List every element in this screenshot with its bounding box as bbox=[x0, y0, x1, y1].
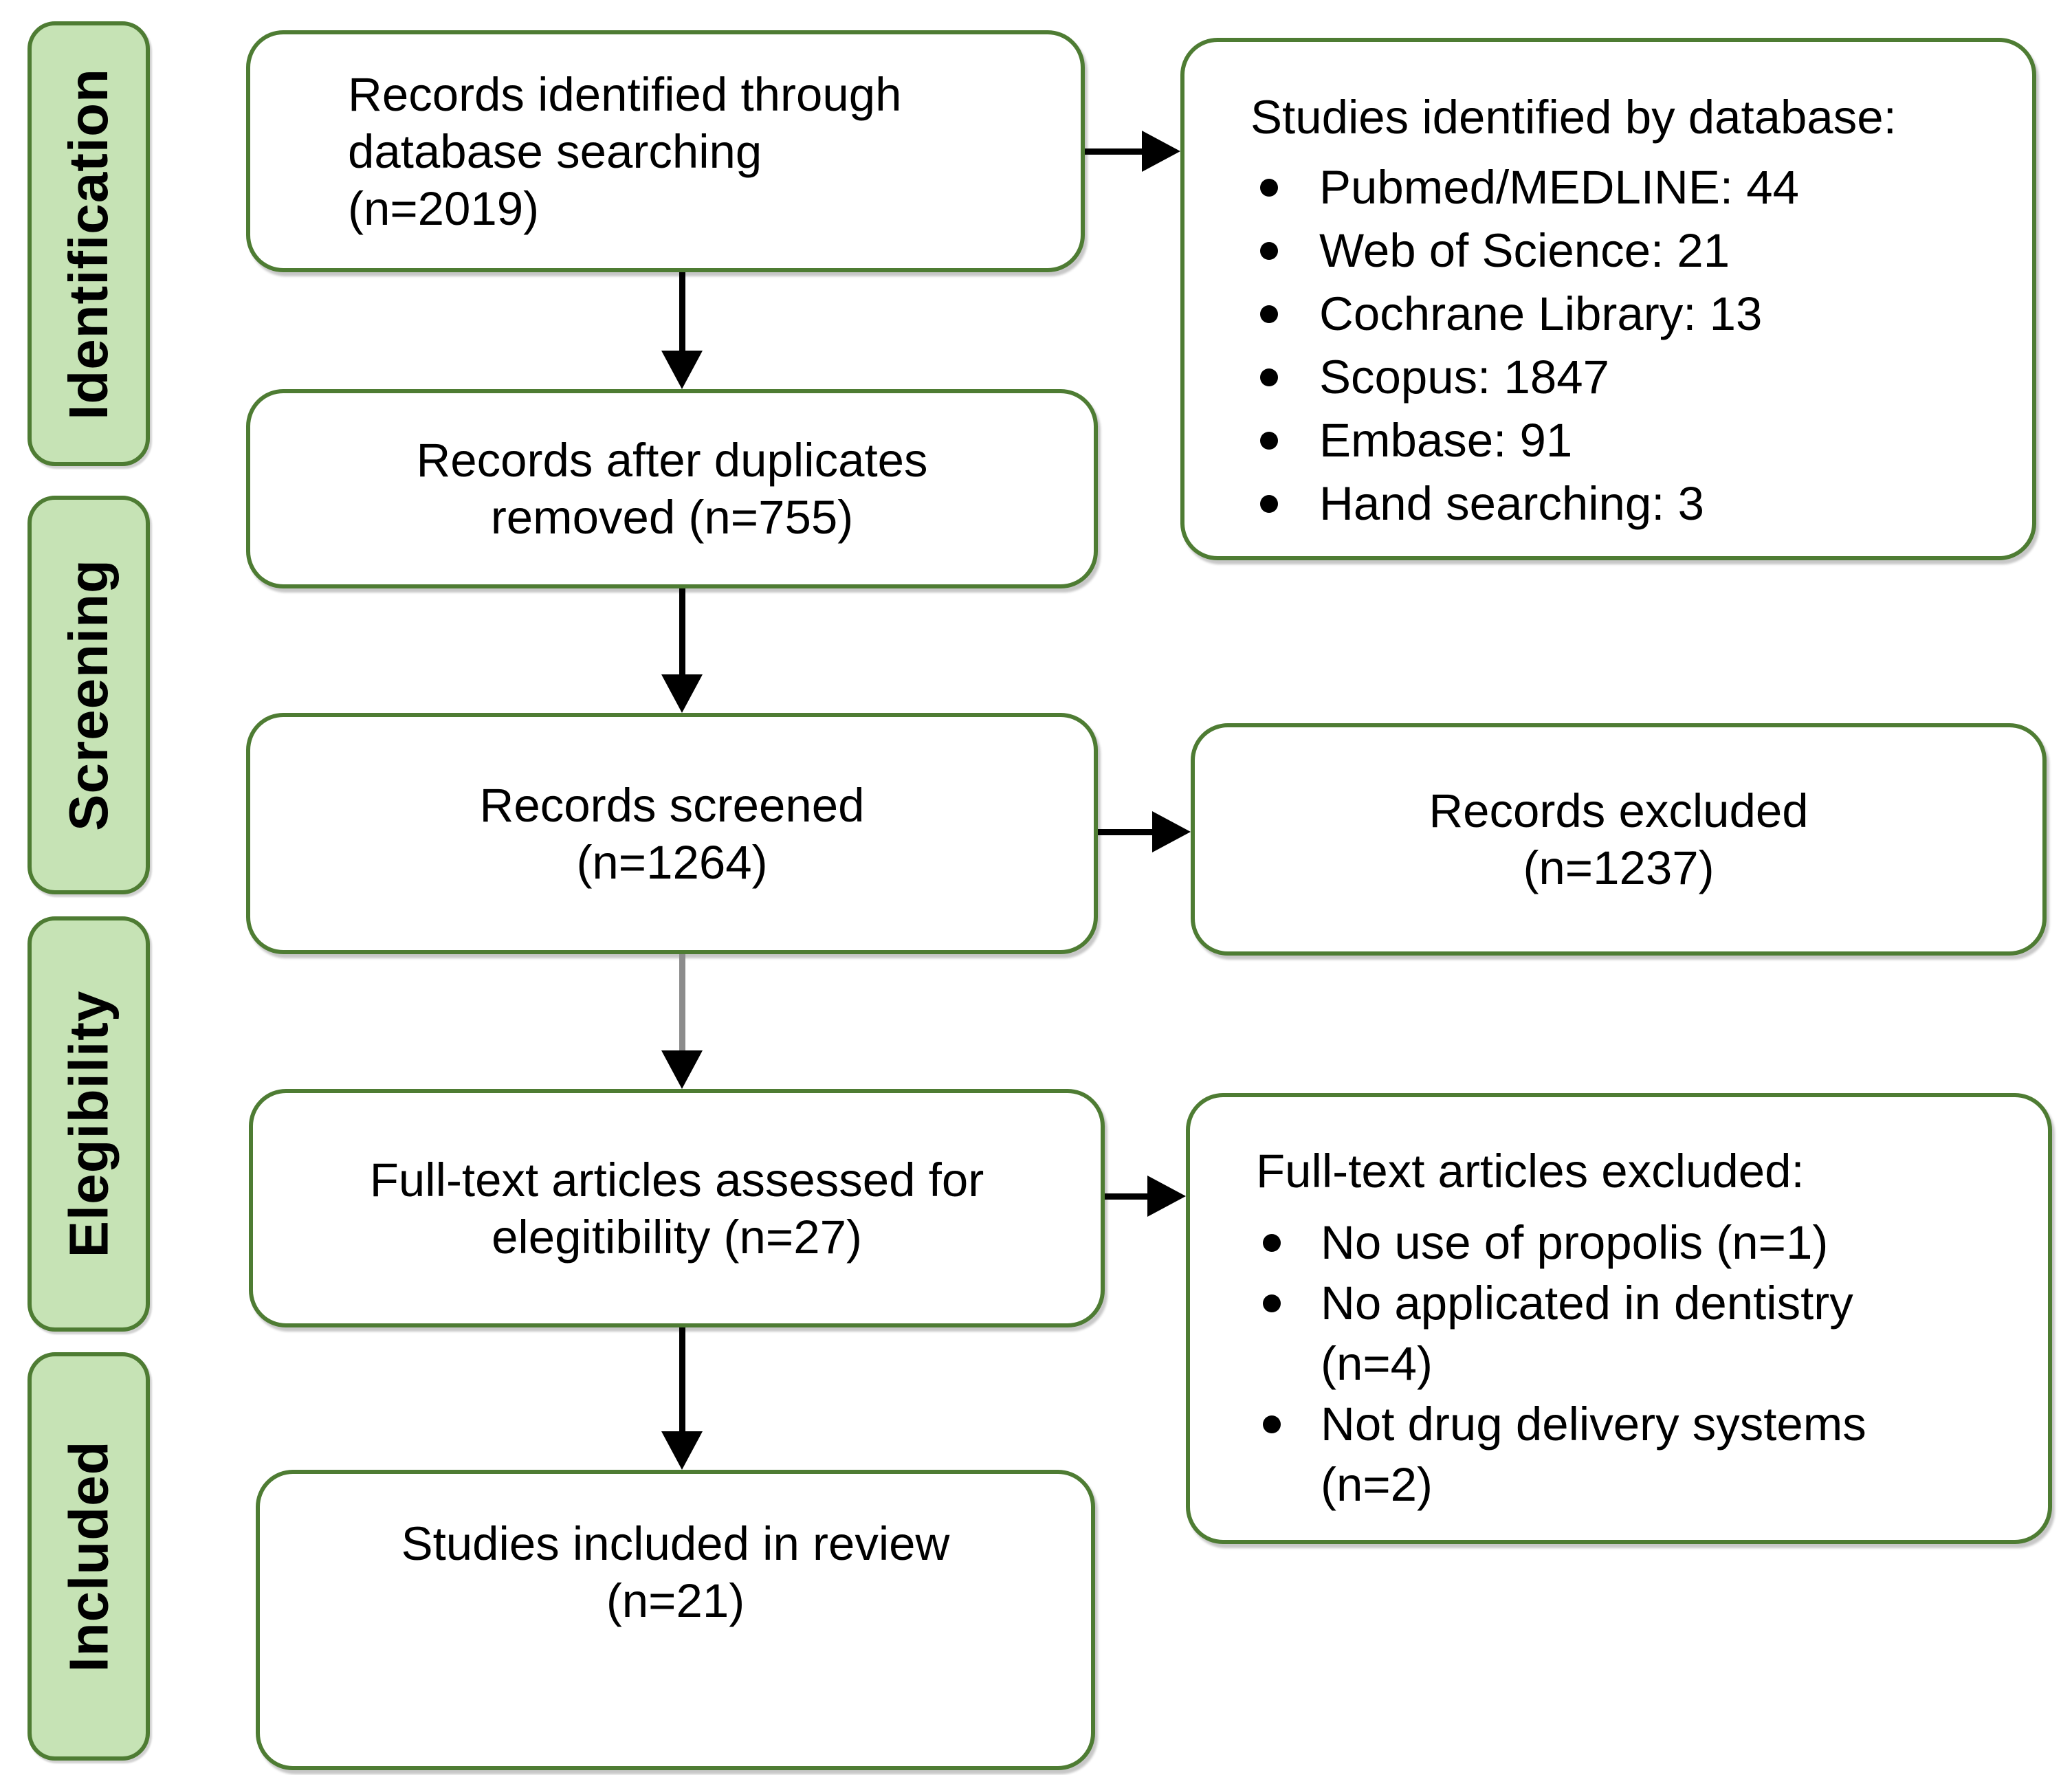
bullet-dot bbox=[1260, 432, 1278, 450]
text-line: No applicated in dentistry bbox=[1321, 1277, 1853, 1330]
box-title: Full-text articles excluded: bbox=[1256, 1145, 1805, 1198]
list-item: Cochrane Library: 13 bbox=[1250, 283, 2012, 346]
text-line: (n=4) bbox=[1321, 1337, 1433, 1390]
arrow-fulltext-to-ftexcluded-stem bbox=[1105, 1193, 1149, 1200]
list-item-label: Web of Science: 21 bbox=[1319, 224, 1730, 277]
arrow-identified-to-database-head bbox=[1142, 131, 1180, 172]
stage-identification-label: Identification bbox=[58, 67, 119, 420]
text-line: (n=21) bbox=[606, 1574, 745, 1627]
arrow-fulltext-to-ftexcluded-head bbox=[1147, 1176, 1186, 1217]
box-records-excluded: Records excluded (n=1237) bbox=[1191, 723, 2047, 956]
arrow-screened-to-fulltext-stem bbox=[679, 954, 685, 1052]
list-item: No use of propolis (n=1) bbox=[1256, 1213, 2027, 1273]
bullet-dot bbox=[1260, 305, 1278, 323]
bullet-dot bbox=[1263, 1415, 1281, 1433]
list-item: Not drug delivery systems (n=2) bbox=[1256, 1394, 2027, 1515]
list-item-label: No applicated in dentistry (n=4) bbox=[1321, 1273, 1853, 1394]
text-line: Not drug delivery systems bbox=[1321, 1398, 1866, 1451]
list-item-label: Hand searching: 3 bbox=[1319, 477, 1705, 530]
box-studies-included: Studies included in review (n=21) bbox=[256, 1470, 1095, 1770]
list-item-label: Cochrane Library: 13 bbox=[1319, 287, 1763, 340]
stage-screening: Screening bbox=[27, 496, 150, 894]
list-item-label: No use of propolis (n=1) bbox=[1321, 1216, 1829, 1269]
list-item: No applicated in dentistry (n=4) bbox=[1256, 1273, 2027, 1394]
box-title: Studies identified by database: bbox=[1250, 91, 1897, 144]
text-line: Records screened bbox=[479, 778, 865, 832]
list-item: Pubmed/MEDLINE: 44 bbox=[1250, 156, 2012, 219]
stage-elegibility: Elegibility bbox=[27, 916, 150, 1332]
bullet-dot bbox=[1260, 368, 1278, 386]
text-line: Records identified through bbox=[348, 67, 902, 121]
arrow-identified-to-database-stem bbox=[1085, 148, 1143, 155]
stage-included-label: Included bbox=[58, 1440, 119, 1673]
box-fulltext-assessed: Full-text articles assessed for elegitib… bbox=[249, 1089, 1105, 1327]
list-item-label: Embase: 91 bbox=[1319, 414, 1573, 467]
box-records-deduplicated: Records after duplicates removed (n=755) bbox=[246, 389, 1098, 588]
bullet-dot bbox=[1260, 242, 1278, 260]
text-line: (n=1237) bbox=[1523, 841, 1715, 894]
arrow-deduplicated-to-screened-stem bbox=[679, 588, 685, 676]
bullet-dot bbox=[1263, 1234, 1281, 1252]
stage-elegibility-label: Elegibility bbox=[58, 990, 120, 1258]
arrow-screened-to-excluded-stem bbox=[1098, 829, 1154, 835]
text-line: (n=2) bbox=[1321, 1458, 1433, 1511]
box-fulltext-excluded: Full-text articles excluded: No use of p… bbox=[1186, 1093, 2052, 1544]
text-line: elegitibility (n=27) bbox=[492, 1210, 862, 1264]
stage-screening-label: Screening bbox=[58, 559, 120, 831]
list-item-label: Not drug delivery systems (n=2) bbox=[1321, 1394, 1866, 1515]
arrow-screened-to-excluded-head bbox=[1152, 811, 1191, 852]
stage-identification: Identification bbox=[27, 21, 150, 466]
bullet-dot bbox=[1263, 1294, 1281, 1312]
bullet-dot bbox=[1260, 179, 1278, 197]
text-line: Records after duplicates bbox=[416, 434, 928, 487]
list-item-label: Scopus: 1847 bbox=[1319, 351, 1609, 404]
list-item: Scopus: 1847 bbox=[1250, 346, 2012, 409]
list-item: Web of Science: 21 bbox=[1250, 219, 2012, 283]
arrow-identified-to-deduplicated-head bbox=[661, 351, 703, 389]
stage-included: Included bbox=[27, 1352, 150, 1761]
list-item-label: Pubmed/MEDLINE: 44 bbox=[1319, 161, 1799, 214]
list-item: Embase: 91 bbox=[1250, 409, 2012, 472]
text-line: (n=2019) bbox=[348, 181, 540, 235]
box-records-identified: Records identified through database sear… bbox=[246, 30, 1085, 272]
arrow-fulltext-to-included-head bbox=[661, 1431, 703, 1470]
text-line: database searching bbox=[348, 124, 762, 178]
text-line: Full-text articles assessed for bbox=[369, 1153, 984, 1206]
list-item: Hand searching: 3 bbox=[1250, 472, 2012, 536]
bullet-dot bbox=[1260, 495, 1278, 513]
arrow-deduplicated-to-screened-head bbox=[661, 674, 703, 713]
box-studies-by-database: Studies identified by database: Pubmed/M… bbox=[1180, 38, 2036, 560]
text-line: Records excluded bbox=[1429, 784, 1809, 837]
arrow-fulltext-to-included-stem bbox=[679, 1327, 685, 1433]
text-line: removed (n=755) bbox=[490, 491, 854, 544]
arrow-identified-to-deduplicated-stem bbox=[679, 272, 685, 352]
text-line: (n=1264) bbox=[576, 835, 768, 889]
text-line: Studies included in review bbox=[401, 1517, 950, 1570]
arrow-screened-to-fulltext-head bbox=[661, 1050, 703, 1089]
box-records-screened: Records screened (n=1264) bbox=[246, 713, 1098, 954]
